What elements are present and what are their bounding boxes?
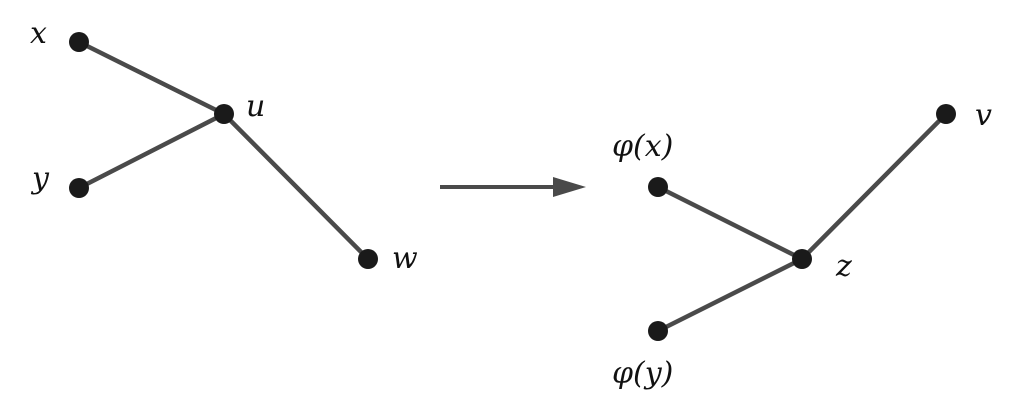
arrow-head [553, 177, 586, 197]
left-graph: x y u w [30, 16, 418, 276]
node-w [358, 249, 378, 269]
transformation-arrow [440, 177, 586, 197]
label-z: z [835, 249, 852, 284]
label-x: x [30, 16, 47, 51]
edge-z-v [799, 111, 949, 262]
edge-x-u [76, 39, 227, 117]
node-phi-x [648, 177, 668, 197]
node-y [69, 178, 89, 198]
label-phi-x: φ(x) [612, 129, 673, 164]
right-graph: φ(x) φ(y) z v [612, 98, 992, 391]
label-y: y [30, 161, 50, 196]
label-u: u [246, 89, 265, 124]
label-phi-y: φ(y) [612, 356, 673, 391]
node-phi-y [648, 321, 668, 341]
node-z [792, 249, 812, 269]
node-v [936, 104, 956, 124]
node-x [69, 32, 89, 52]
edge-y-u [76, 111, 227, 191]
label-v: v [975, 98, 992, 133]
edge-u-w [221, 111, 371, 262]
node-u [214, 104, 234, 124]
edge-phix-z [655, 184, 805, 262]
edge-phiy-z [655, 256, 805, 334]
label-w: w [392, 241, 418, 276]
